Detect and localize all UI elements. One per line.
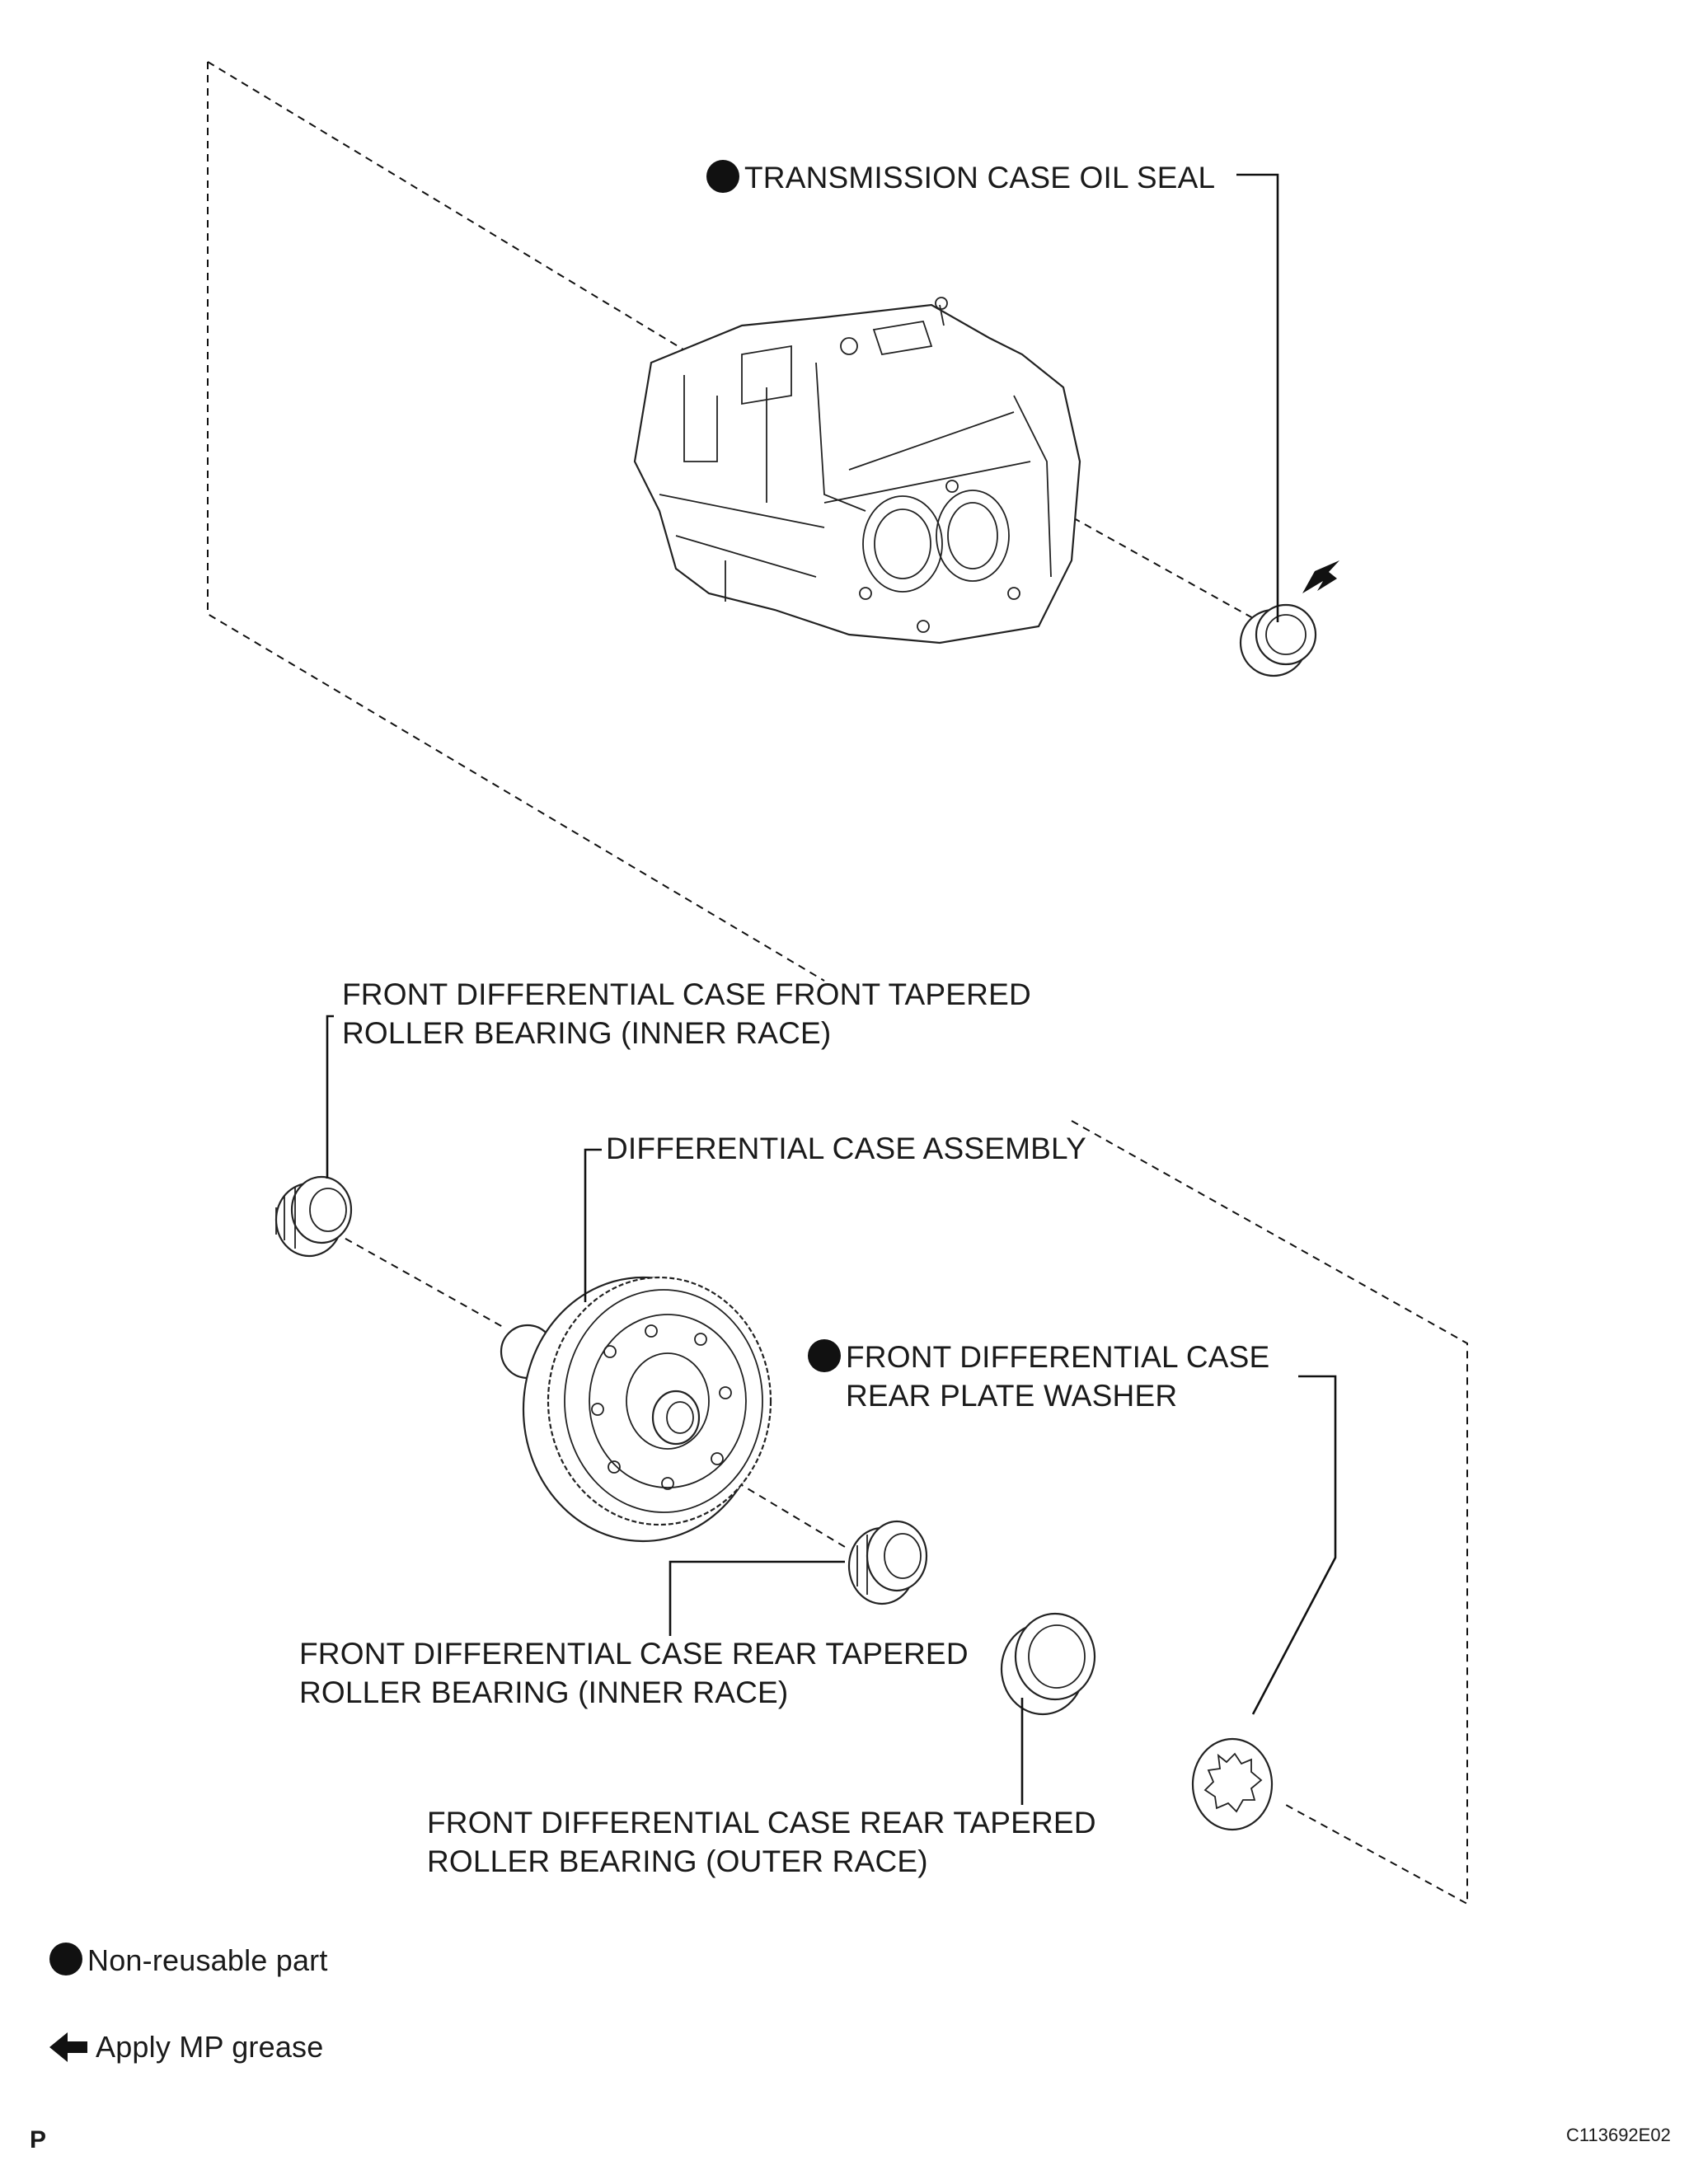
- rear-bearing-inner-race: [847, 1520, 928, 1605]
- front-bearing-inner-race: [274, 1175, 353, 1258]
- legend-grease: Apply MP grease: [96, 2030, 324, 2064]
- rear-bearing-outer-race: [1000, 1612, 1096, 1716]
- label-line: ROLLER BEARING (INNER RACE): [342, 1016, 832, 1050]
- left-arrow-icon: [49, 2032, 87, 2062]
- oil-seal: [1239, 603, 1317, 677]
- label-line: FRONT DIFFERENTIAL CASE REAR TAPERED: [427, 1806, 1096, 1840]
- oil-seal-leader: [1236, 173, 1279, 622]
- filled-circle-icon: [808, 1339, 841, 1372]
- footer-code: P: [30, 2126, 47, 2154]
- transmission-case: [633, 297, 1081, 644]
- front-bearing-leader: [326, 1015, 334, 1179]
- label-line: REAR PLATE WASHER: [846, 1379, 1178, 1413]
- differential-case-assembly: [500, 1276, 772, 1543]
- label-rear-bearing-outer: FRONT DIFFERENTIAL CASE REAR TAPERED ROL…: [427, 1803, 1096, 1881]
- label-oil-seal: TRANSMISSION CASE OIL SEAL: [706, 158, 1215, 197]
- rear-plate-washer: [1191, 1737, 1274, 1831]
- washer-leader: [1251, 1375, 1337, 1715]
- rear-bearing-inner-leader: [669, 1560, 845, 1636]
- filled-circle-icon: [706, 160, 739, 193]
- figure-id: C113692E02: [1566, 2125, 1671, 2145]
- label-line: FRONT DIFFERENTIAL CASE REAR TAPERED: [299, 1637, 969, 1671]
- label-front-bearing-inner: FRONT DIFFERENTIAL CASE FRONT TAPERED RO…: [342, 975, 1031, 1052]
- filled-circle-icon: [49, 1943, 82, 1975]
- legend-non-reusable: Non-reusable part: [49, 1941, 328, 1980]
- diff-case-leader: [584, 1148, 602, 1302]
- label-rear-plate-washer: FRONT DIFFERENTIAL CASE REAR PLATE WASHE…: [808, 1338, 1269, 1415]
- label-rear-bearing-inner: FRONT DIFFERENTIAL CASE REAR TAPERED ROL…: [299, 1634, 969, 1712]
- label-line: FRONT DIFFERENTIAL CASE: [808, 1338, 1269, 1376]
- grease-arrow-icon: [1302, 560, 1339, 593]
- label-line: FRONT DIFFERENTIAL CASE FRONT TAPERED: [342, 977, 1031, 1011]
- label-line: ROLLER BEARING (OUTER RACE): [427, 1844, 928, 1878]
- label-line: ROLLER BEARING (INNER RACE): [299, 1675, 789, 1709]
- label-differential-case: DIFFERENTIAL CASE ASSEMBLY: [606, 1132, 1086, 1165]
- differential-dashed-frame: [333, 1120, 1468, 1905]
